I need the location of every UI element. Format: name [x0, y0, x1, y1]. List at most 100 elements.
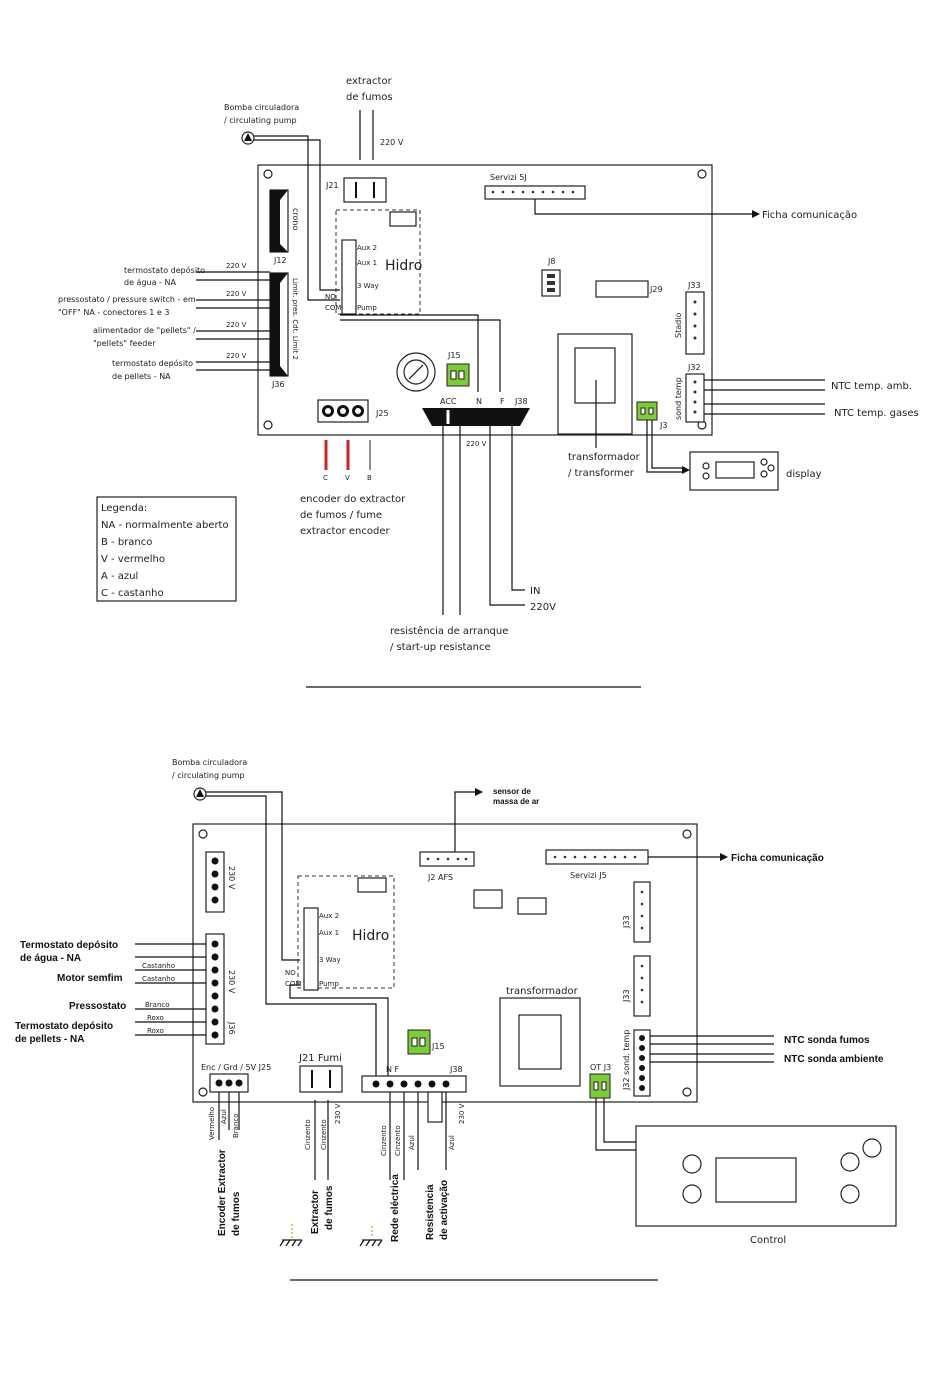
top-extractor-l1: extractor: [346, 76, 393, 87]
top-resist-l1: resistência de arranque: [390, 625, 508, 637]
bottom-sond-temp: J32 sond. temp: [622, 1030, 631, 1091]
top-j21: J21: [325, 181, 339, 190]
bottom-conn-230v: [205, 851, 225, 913]
bottom-230v-j36: 230 V: [227, 970, 236, 994]
legend-b: B - branco: [101, 537, 152, 548]
top-left-3b: "pellets" feeder: [93, 339, 156, 348]
bottom-wire-branco: Branco: [145, 1001, 170, 1009]
bottom-left-4b: de pellets - NA: [15, 1034, 84, 1045]
bottom-wire-branco-enc: Branco: [232, 1113, 240, 1138]
bottom-encoder-l2: de fumos: [231, 1191, 242, 1236]
bottom-rede-azul2: Azul: [448, 1135, 456, 1150]
top-j3-connector: [636, 401, 658, 421]
bottom-board: [192, 823, 698, 1103]
bottom-resist-l2: de activação: [439, 1180, 450, 1240]
top-j15-connector: [446, 363, 470, 387]
bottom-wire-roxo1: Roxo: [147, 1014, 164, 1022]
bottom-j32-connector: [633, 1029, 651, 1097]
bottom-extractor-l1: Extractor: [310, 1190, 321, 1234]
top-j33-connector: [685, 291, 705, 355]
svg-text:220 V: 220 V: [226, 321, 247, 329]
bottom-diagram: Bomba circuladora / circulating pump sen…: [15, 758, 897, 1247]
bottom-j38-connector: [361, 1075, 467, 1093]
top-220v-in: 220V: [530, 602, 556, 613]
top-extractor-l2: de fumos: [346, 92, 393, 103]
bottom-encoder-l1: Encoder Extractor: [217, 1149, 228, 1236]
top-220v-extractor: 220 V: [380, 138, 404, 147]
top-aux1: Aux 1: [357, 259, 377, 267]
top-j29-connector: [595, 280, 649, 298]
bottom-left-3: Pressostato: [69, 1001, 126, 1012]
legend-v: V - vermelho: [101, 554, 165, 565]
bottom-ot-j3: OT J3: [590, 1063, 611, 1072]
top-left-1a: termostato depósito: [124, 265, 205, 275]
top-aux2: Aux 2: [357, 244, 377, 252]
bottom-wire-azul: Azul: [220, 1109, 228, 1124]
svg-text:220 V: 220 V: [226, 290, 247, 298]
top-encoder-l1: encoder do extractor: [300, 494, 406, 505]
top-j32-connector: [685, 373, 705, 423]
top-wire-v: V: [345, 474, 350, 482]
bottom-transformador: transformador: [506, 986, 579, 997]
top-j12: J12: [273, 256, 287, 265]
top-encoder-l3: extractor encoder: [300, 526, 390, 537]
top-pump-l1: Bomba circuladora: [224, 103, 299, 112]
bottom-j15: J15: [431, 1042, 445, 1051]
bottom-wire-vermelho: Vermelho: [208, 1107, 216, 1140]
bottom-rede-wire2: Cinzento: [394, 1125, 402, 1156]
top-hidro-box: [335, 209, 421, 315]
top-220v-j38: 220 V: [466, 440, 487, 448]
bottom-aux2: Aux 2: [319, 912, 339, 920]
top-pump-l2: / circulating pump: [224, 116, 297, 125]
top-no: NO: [325, 293, 336, 301]
top-ntc-amb: NTC temp. amb.: [831, 381, 912, 392]
bottom-rede-azul1: Azul: [408, 1135, 416, 1150]
bottom-j3-connector: [589, 1073, 611, 1099]
top-ntc-gases: NTC temp. gases: [834, 408, 919, 419]
legend-title: Legenda:: [101, 503, 147, 514]
top-encoder-l2: de fumos / fume: [300, 510, 382, 521]
bottom-left-2: Motor semfim: [57, 973, 123, 984]
top-limit: Limit. pres. Cdt. Limit 2: [291, 278, 299, 360]
bottom-left-1b: de água - NA: [20, 953, 81, 964]
top-j32: J32: [687, 363, 701, 372]
top-wire-b: B: [367, 474, 372, 482]
legend-a: A - azul: [101, 571, 138, 582]
top-j25: J25: [375, 409, 389, 418]
top-j38-connector: [422, 408, 530, 426]
bottom-resist-l1: Resistencia: [425, 1184, 436, 1240]
bottom-pump-l2: / circulating pump: [172, 771, 245, 780]
bottom-hidro: Hidro: [352, 928, 389, 944]
top-pump-lbl: Pump: [357, 304, 377, 312]
top-left-2a: pressostato / pressure switch - em: [58, 295, 196, 304]
top-left-4b: de pellets - NA: [112, 372, 171, 381]
bottom-fumi-wire2: Cinzento: [320, 1119, 328, 1150]
top-hidro: Hidro: [385, 258, 422, 274]
top-stadio: Stadio: [674, 313, 683, 338]
bottom-ntc-ambiente: NTC sonda ambiente: [784, 1054, 884, 1065]
bottom-wire-castanho2: Castanho: [142, 975, 175, 983]
bottom-sensor-l1: sensor de: [493, 787, 531, 796]
bottom-sensor-l2: massa de ar: [493, 797, 539, 806]
bottom-left-4a: Termostato depósito: [15, 1021, 113, 1032]
top-display: display: [786, 469, 822, 480]
top-j15: J15: [447, 351, 461, 360]
top-resist-l2: / start-up resistance: [390, 642, 491, 653]
top-legend: [96, 496, 237, 602]
bottom-j33a: J33: [622, 915, 631, 929]
bottom-com: COM: [285, 980, 301, 988]
bottom-rede-electrica: Rede eléctrica: [390, 1174, 401, 1242]
bottom-no: NO: [285, 969, 296, 977]
bottom-j21-connector: [299, 1065, 343, 1093]
top-transformador-l1: transformador: [568, 452, 641, 463]
bottom-fumi-wire1: Cinzento: [304, 1119, 312, 1150]
top-acc: ACC: [440, 397, 457, 406]
top-left-1b: de água - NA: [124, 278, 176, 287]
bottom-servizi: Servizi J5: [570, 871, 607, 880]
bottom-j38: J38: [449, 1065, 463, 1074]
bottom-pump-l1: Bomba circuladora: [172, 758, 247, 767]
bottom-wire-roxo2: Roxo: [147, 1027, 164, 1035]
top-in: IN: [530, 586, 540, 597]
bottom-ntc-fumos: NTC sonda fumos: [784, 1035, 870, 1046]
